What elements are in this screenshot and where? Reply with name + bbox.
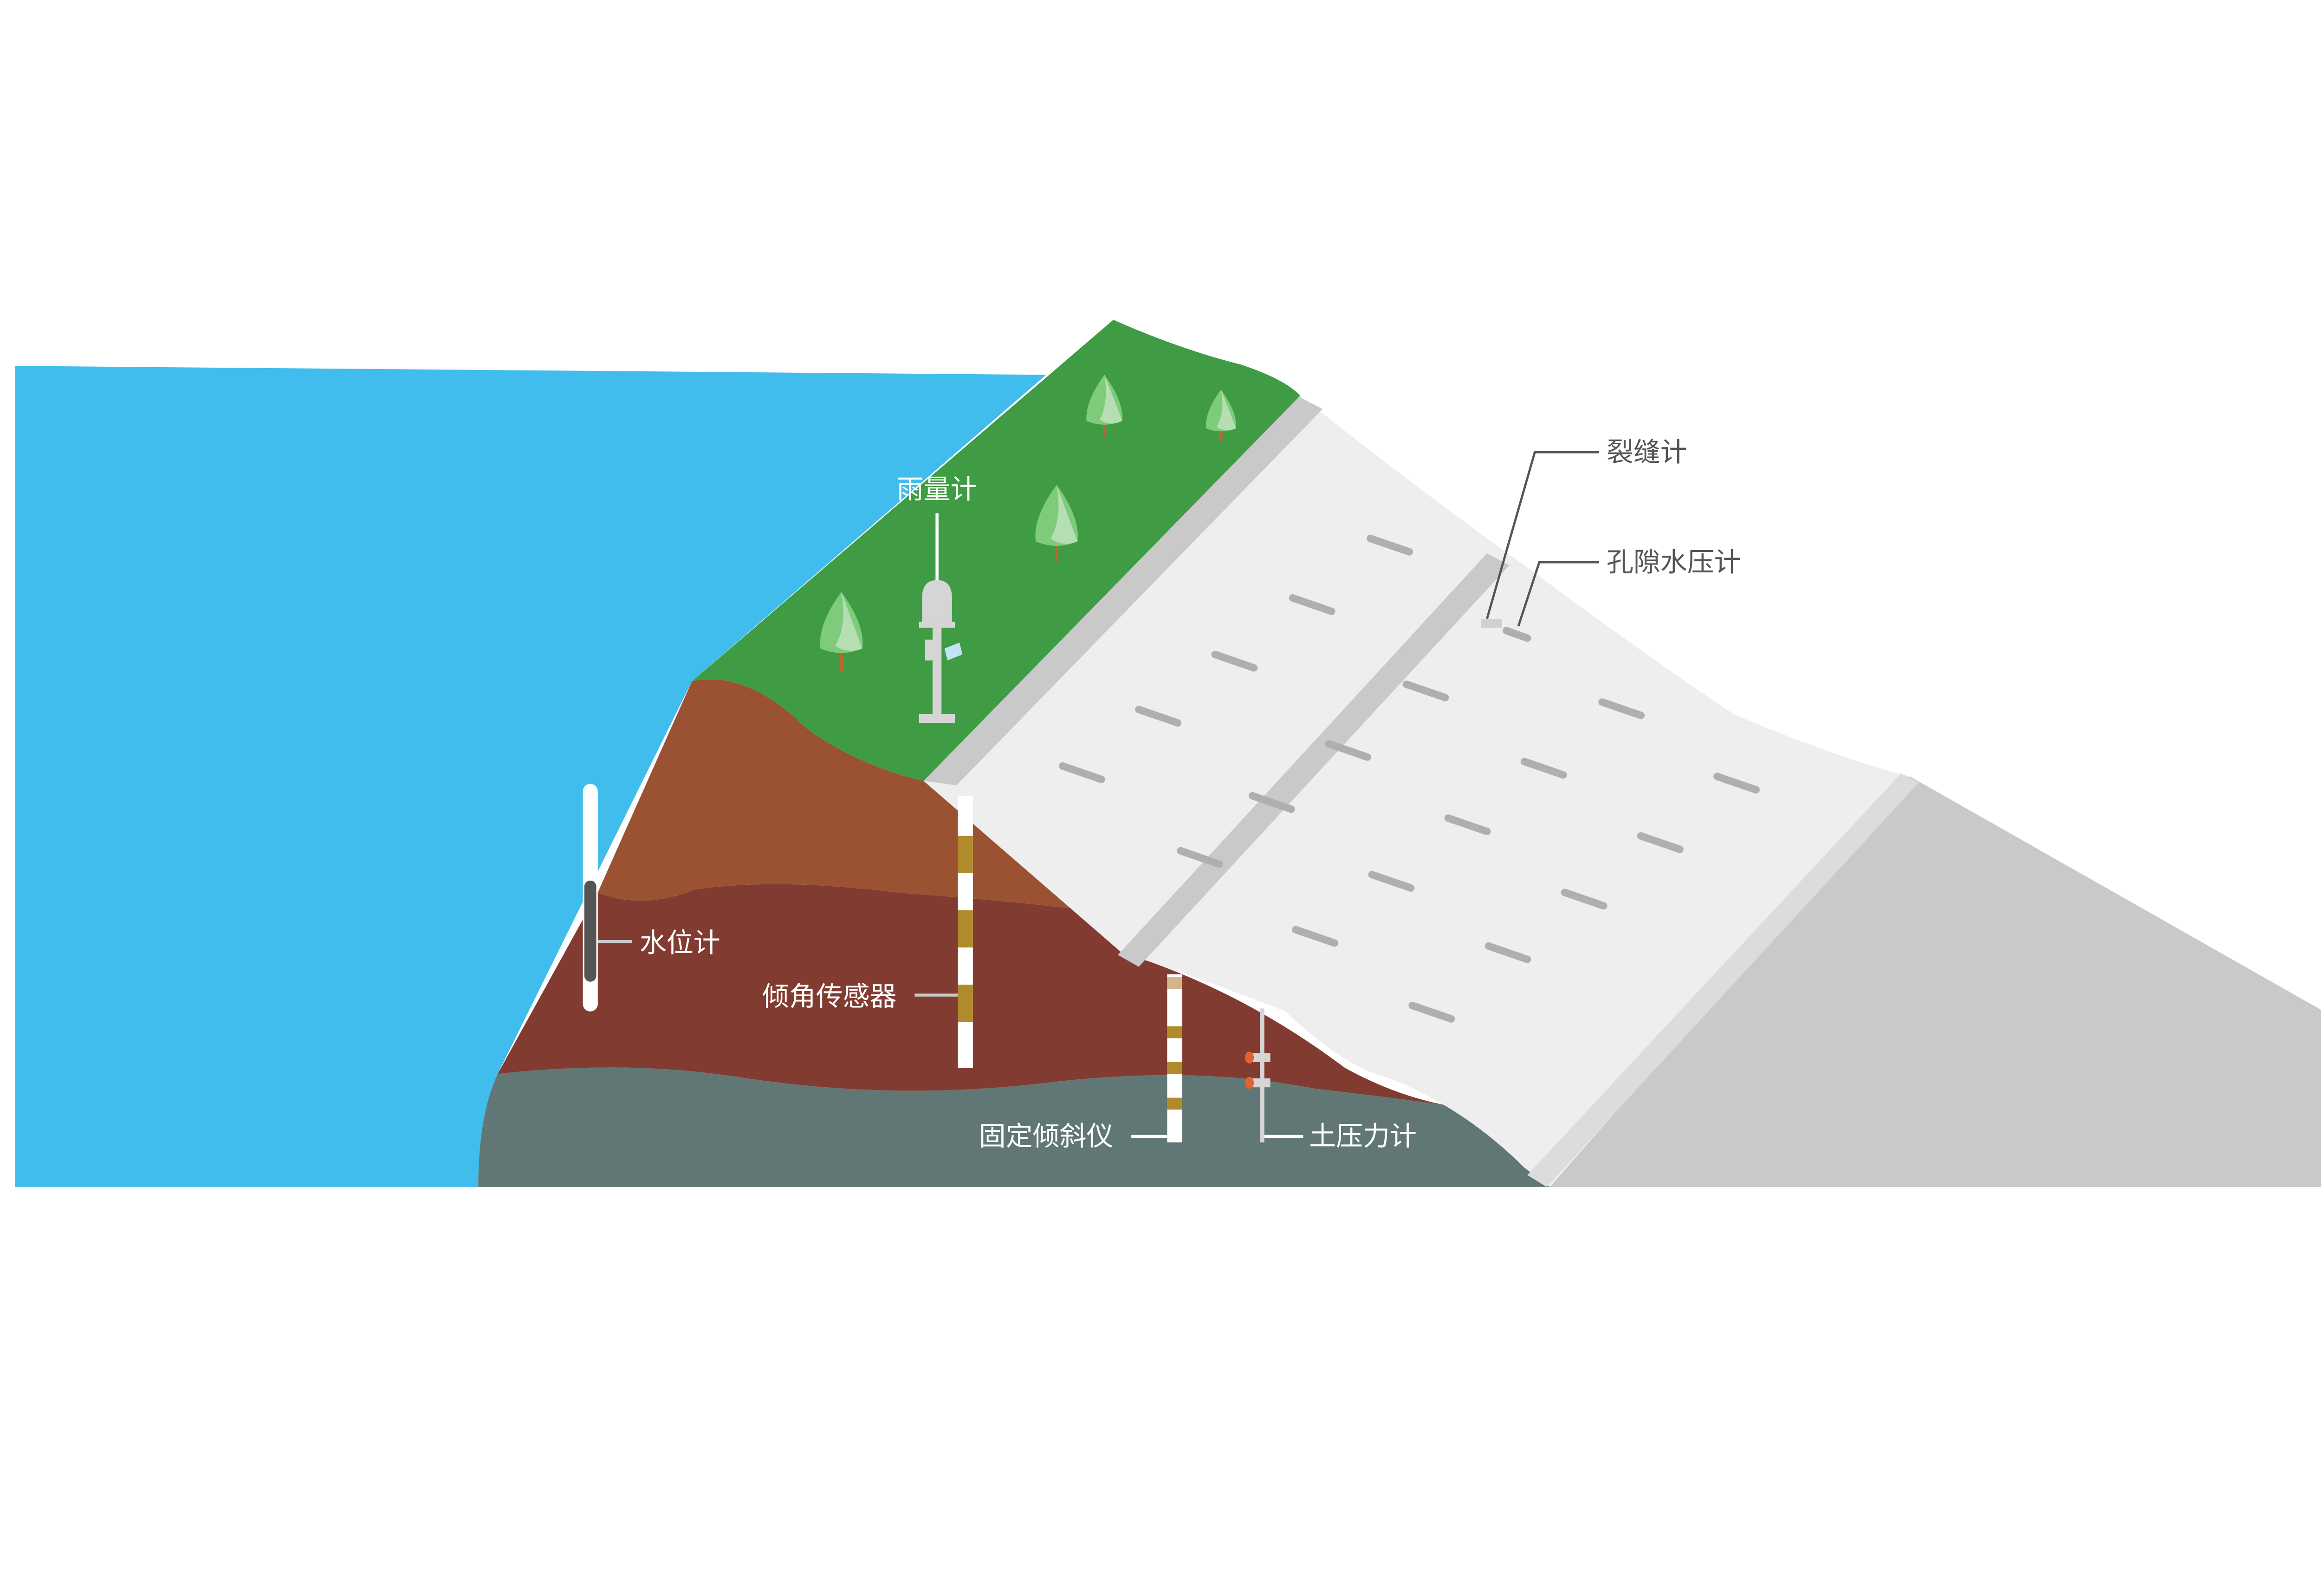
concrete-edge-strip <box>1527 773 1919 1187</box>
tree-icon <box>1035 485 1078 563</box>
water-level-meter-icon <box>583 784 632 1012</box>
concrete-side-right <box>1549 776 2321 1187</box>
tree-icon <box>820 592 863 673</box>
earth-pressure-label: 土压力计 <box>1309 1120 1417 1152</box>
slab-drain-marks <box>1058 534 1760 1023</box>
tree-icon <box>1086 375 1123 438</box>
concrete-ridge-strip <box>923 389 1323 785</box>
leader-lines <box>1486 451 1599 627</box>
crack-meter-icon <box>1481 618 1502 628</box>
water-body <box>15 366 1046 1187</box>
rain-gauge-label: 雨量计 <box>897 474 978 505</box>
concrete-slab <box>923 396 1910 1187</box>
water-level-label: 水位计 <box>640 927 720 959</box>
rain-gauge-icon <box>919 513 963 723</box>
grass-slope <box>692 319 1300 781</box>
bedrock-layer <box>478 1067 1555 1187</box>
crack-meter-label: 裂缝计 <box>1607 436 1687 467</box>
earth-pressure-cell-icon <box>1245 1008 1303 1142</box>
tilt-sensor-label: 倾角传感器 <box>762 980 897 1012</box>
pore-water-pressure-label: 孔隙水压计 <box>1607 546 1741 578</box>
soil-lower-layer <box>498 884 1465 1109</box>
fixed-inclinometer-icon <box>1131 974 1182 1142</box>
tilt-sensor-icon <box>914 796 973 1068</box>
fixed-inclinometer-label: 固定倾斜仪 <box>979 1120 1114 1152</box>
tree-icon <box>1206 389 1236 442</box>
